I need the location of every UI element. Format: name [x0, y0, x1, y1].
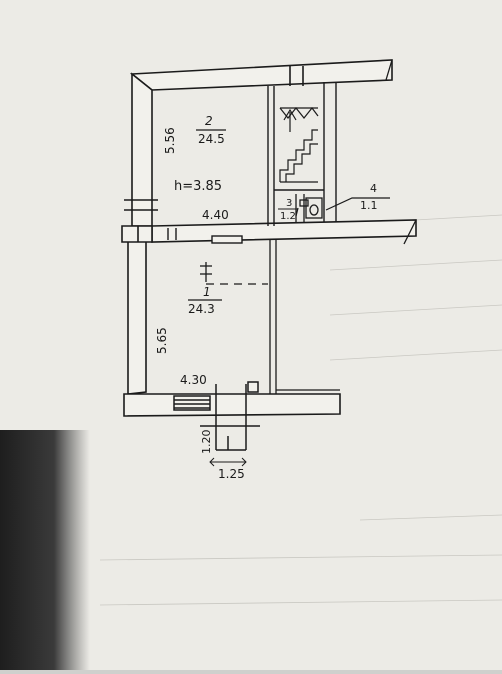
- room1-area: 24.3: [188, 302, 215, 316]
- left-wall-notch: [121, 225, 153, 243]
- room3-number: 3: [286, 198, 292, 209]
- right-extensions: [276, 59, 417, 391]
- stair-arrow-head: [283, 108, 297, 121]
- dimension-lines: [209, 457, 247, 467]
- ceiling-height: h=3.85: [174, 179, 222, 194]
- room2-height-dim: 5.56: [163, 127, 177, 154]
- wall-left-upper: [131, 72, 153, 227]
- wall-bottom: [123, 393, 341, 417]
- room4-area: 1.1: [360, 199, 378, 212]
- room1-partition: [200, 240, 277, 394]
- middle-door: [167, 228, 243, 244]
- top-window: [289, 66, 304, 86]
- entrance-depth-dim: 1.20: [200, 430, 213, 455]
- room1-width-dim: 4.30: [180, 373, 207, 387]
- room2-width-dim: 4.40: [202, 208, 229, 222]
- entrance-width-dim: 1.25: [218, 467, 245, 481]
- left-window: [124, 199, 158, 211]
- labels: 2 24.5 5.56 h=3.85 4.40 3 1.2 4 1.1 1 24…: [155, 114, 378, 481]
- paper-shadow-left: [0, 430, 90, 670]
- toilet-icon: [309, 204, 319, 216]
- sink-icon: [299, 199, 309, 207]
- stair-corridor: [267, 82, 337, 226]
- wall-left-lower: [127, 239, 147, 395]
- room3-area: 1.2: [280, 211, 296, 222]
- room2-area: 24.5: [198, 132, 225, 146]
- entrance-marker: [247, 381, 259, 393]
- room4-leader: [325, 197, 390, 211]
- entrance: [173, 381, 260, 451]
- room1-number: 1: [203, 285, 211, 299]
- room1-height-dim: 5.65: [155, 327, 169, 354]
- room4-number: 4: [370, 182, 377, 195]
- staircase: [279, 107, 319, 183]
- wc-rooms: [295, 194, 323, 222]
- room2-number: 2: [205, 114, 213, 128]
